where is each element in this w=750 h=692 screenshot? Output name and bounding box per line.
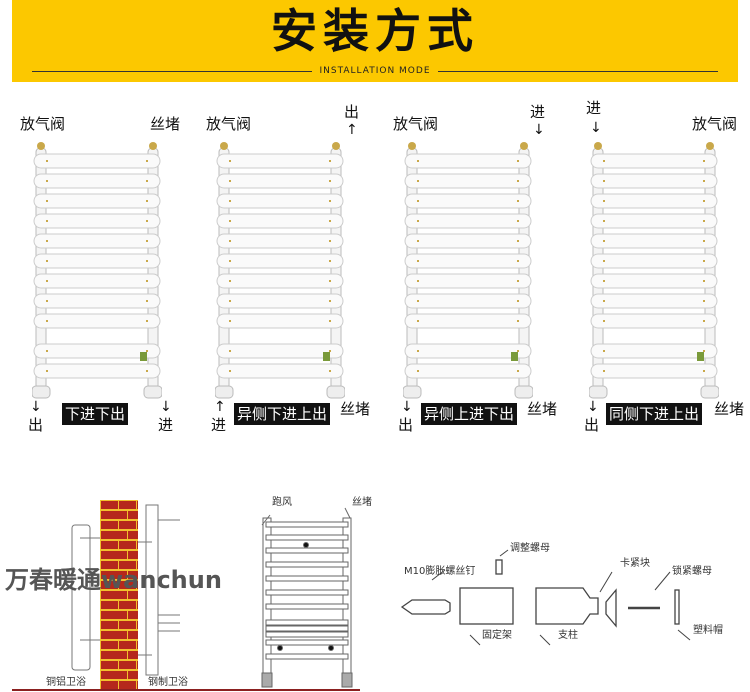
radiator-illustration (403, 142, 533, 399)
page-title: 安装方式 (271, 4, 479, 58)
outlet-label: 出 (344, 103, 360, 121)
air-valve-label: 放气阀 (692, 115, 738, 133)
arrow-down-icon: ↓ (160, 399, 172, 415)
expansion-screw-label: M10膨胀螺丝钉 (404, 566, 476, 577)
arrow-down-icon: ↓ (587, 399, 599, 415)
radiator-illustration (589, 142, 719, 399)
cap-label: 塑料帽 (693, 625, 723, 636)
bracket-label: 固定架 (482, 630, 512, 641)
watermark: 万春暖通wanchun (5, 566, 222, 594)
mode-title: 异侧上进下出 (421, 403, 518, 425)
arrow-down-icon: ↓ (401, 399, 413, 415)
mode-title: 同侧下进上出 (606, 403, 703, 425)
front-view-radiator (261, 507, 353, 688)
page-subtitle: INSTALLATION MODE (319, 66, 431, 76)
clamp-label: 卡紧块 (620, 558, 650, 569)
bracket (459, 587, 514, 625)
arrow-down-icon: ↓ (30, 399, 42, 415)
lock-nut-label: 锁紧螺母 (672, 566, 712, 577)
plug-label: 丝堵 (352, 497, 372, 508)
arrow-down-icon: ↓ (590, 120, 602, 136)
expansion-screw (400, 599, 451, 615)
arrow-down-icon: ↓ (533, 122, 545, 138)
plastic-cap (674, 589, 680, 625)
post-label: 支柱 (558, 630, 578, 641)
outlet-label: 出 (28, 416, 44, 434)
inlet-label: 进 (158, 416, 174, 434)
adjust-nut (495, 559, 503, 575)
divider (32, 71, 312, 72)
air-valve-label: 放气阀 (393, 115, 439, 133)
brick-wall (100, 500, 138, 690)
air-vent-label: 跑风 (272, 497, 292, 508)
outlet-label: 出 (398, 416, 414, 434)
steel-label: 钢制卫浴 (148, 677, 188, 688)
plug-label: 丝堵 (150, 115, 181, 133)
mode-title: 下进下出 (62, 403, 129, 425)
inlet-label: 进 (530, 103, 546, 121)
hardware-parts (400, 549, 691, 646)
post (535, 587, 599, 625)
radiator-illustration (32, 142, 162, 399)
arrow-up-icon: ↑ (346, 122, 358, 138)
mode-title: 异侧下进上出 (234, 403, 331, 425)
plug-label: 丝堵 (340, 400, 371, 418)
inlet-label: 进 (211, 416, 227, 434)
inlet-label: 进 (586, 99, 602, 117)
copper-aluminum-label: 铜铝卫浴 (46, 677, 86, 688)
wall-mounted-radiators (71, 504, 180, 676)
divider (438, 71, 718, 72)
arrow-up-icon: ↑ (214, 399, 226, 415)
plug-label: 丝堵 (527, 400, 558, 418)
header-banner: 安装方式 INSTALLATION MODE (12, 0, 738, 82)
radiator-illustration (215, 142, 345, 399)
adjust-nut-label: 调整螺母 (510, 543, 550, 554)
clamp-block (605, 588, 617, 628)
air-valve-label: 放气阀 (20, 115, 66, 133)
plug-label: 丝堵 (714, 400, 745, 418)
air-valve-label: 放气阀 (206, 115, 252, 133)
outlet-label: 出 (584, 416, 600, 434)
installation-diagrams (12, 500, 691, 691)
